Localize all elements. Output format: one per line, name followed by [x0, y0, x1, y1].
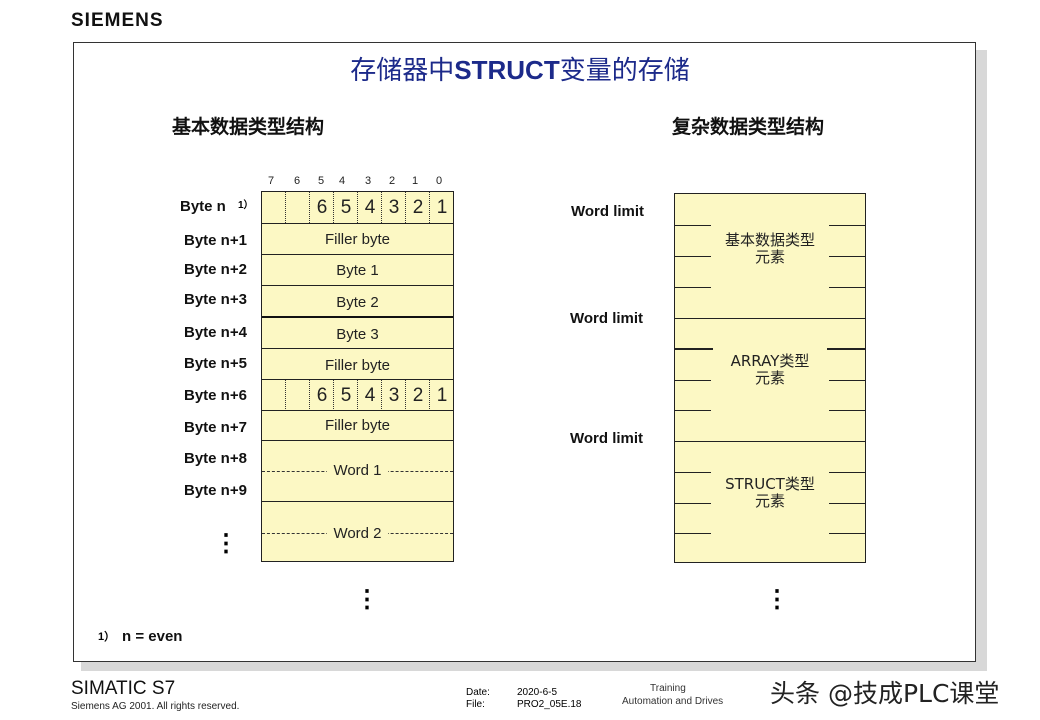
- word1-row: Word 1: [262, 440, 453, 502]
- byte-n4-row: Byte 3: [262, 316, 453, 349]
- date-label: Date:: [466, 687, 490, 698]
- byte-n7-row: Filler byte: [262, 410, 453, 441]
- bit-cell: 1: [429, 380, 454, 411]
- table-ellipsis: ⋮: [355, 586, 379, 613]
- byte-label: Byte n+5: [184, 355, 247, 372]
- product-name: SIMATIC S7: [71, 678, 176, 699]
- bit-cell: 6: [309, 192, 334, 223]
- bit-cell: 6: [309, 380, 334, 411]
- bit-number: 0: [435, 175, 443, 187]
- word-tick: [829, 533, 865, 534]
- word-limit-1: Word limit: [571, 203, 645, 220]
- byte-n1-row: Filler byte: [262, 223, 453, 255]
- word-tick: [829, 410, 865, 411]
- word-tick: [829, 287, 865, 288]
- bit-number: 6: [293, 175, 301, 187]
- word-tick: [675, 256, 711, 257]
- bit-cell: 2: [405, 192, 430, 223]
- bit-number: 1: [411, 175, 419, 187]
- title-pre: 存储器中: [350, 56, 455, 86]
- bit-number: 3: [364, 175, 372, 187]
- byte-label: Byte n+9: [184, 482, 247, 499]
- word-tick: [675, 380, 711, 381]
- complex-type-table: 基本数据类型元素 ARRAY类型元素 STRUCT类型元素: [674, 193, 866, 563]
- bit-cell: 3: [381, 380, 406, 411]
- byte-label: Byte n: [180, 198, 226, 215]
- footnote-mark: 1）: [98, 631, 116, 643]
- word-tick: [675, 287, 711, 288]
- bit-cell: [285, 380, 310, 411]
- bit-number: 2: [388, 175, 396, 187]
- bit-cell: [261, 192, 285, 223]
- word-limit-3: Word limit: [570, 430, 644, 447]
- element-struct-l2: 元素: [754, 492, 785, 510]
- bit-cell: [285, 192, 310, 223]
- byte-n2-row: Byte 1: [262, 254, 453, 286]
- word1-label: Word 1: [327, 462, 388, 479]
- byte-label: Byte n+7: [184, 419, 247, 436]
- page-title: 存储器中STRUCT变量的存储: [0, 50, 1040, 87]
- dept-training: Training: [650, 683, 686, 694]
- byte-label: Byte n+4: [184, 324, 247, 341]
- element-array-l1: ARRAY类型: [730, 352, 810, 370]
- bit-cell: 5: [333, 192, 358, 223]
- word2-row: Word 2: [262, 501, 453, 562]
- word-tick: [675, 472, 711, 473]
- title-bold: STRUCT: [454, 55, 560, 85]
- left-heading: 基本数据类型结构: [172, 116, 325, 138]
- bit-cell: 4: [357, 192, 382, 223]
- right-ellipsis: ⋮: [765, 586, 789, 613]
- word-tick: [675, 225, 711, 226]
- word-limit-line: [675, 318, 865, 319]
- word-tick: [829, 256, 865, 257]
- bit-number: 7: [267, 175, 275, 187]
- file-value: PRO2_05E.18: [517, 699, 582, 710]
- word-tick: [675, 503, 711, 504]
- word-limit-2: Word limit: [570, 310, 644, 327]
- word-tick: [829, 380, 865, 381]
- element-basic-l1: 基本数据类型: [724, 231, 815, 249]
- element-array-l2: 元素: [754, 369, 785, 387]
- bit-cell: 4: [357, 380, 382, 411]
- word-tick: [675, 348, 713, 350]
- byte-n5-row: Filler byte: [262, 348, 453, 380]
- footnote-text: n = even: [122, 628, 183, 645]
- word-tick: [675, 410, 711, 411]
- byte-label: Byte n+3: [184, 291, 247, 308]
- element-basic-l2: 元素: [754, 248, 785, 266]
- word-tick: [827, 348, 865, 350]
- bit-cell: 5: [333, 380, 358, 411]
- word2-label: Word 2: [327, 525, 388, 542]
- element-struct-l1: STRUCT类型: [725, 475, 815, 493]
- byte-label: Byte n+8: [184, 450, 247, 467]
- file-label: File:: [466, 699, 485, 710]
- copyright: Siemens AG 2001. All rights reserved.: [71, 701, 240, 712]
- word-tick: [675, 533, 711, 534]
- word-limit-line: [675, 441, 865, 442]
- byte-label: Byte n+1: [184, 232, 247, 249]
- date-value: 2020-6-5: [517, 687, 558, 698]
- watermark: 头条 @技成PLC课堂: [770, 679, 1000, 708]
- siemens-logo: SIEMENS: [71, 10, 164, 31]
- bit-number: 4: [338, 175, 346, 187]
- bit-cell: [261, 380, 285, 411]
- left-ellipsis: ⋮: [214, 530, 238, 557]
- bit-cell: 2: [405, 380, 430, 411]
- footnote-ref: 1）: [238, 200, 254, 211]
- word-tick: [829, 503, 865, 504]
- byte-label: Byte n+2: [184, 261, 247, 278]
- bit-cell: 3: [381, 192, 406, 223]
- right-heading: 复杂数据类型结构: [672, 116, 825, 138]
- title-post: 变量的存储: [559, 56, 690, 86]
- bit-cell: 1: [429, 192, 454, 223]
- byte-n3-row: Byte 2: [262, 285, 453, 317]
- word-tick: [829, 472, 865, 473]
- bit-number: 5: [317, 175, 325, 187]
- dept-ad: Automation and Drives: [622, 696, 724, 707]
- word-tick: [829, 225, 865, 226]
- byte-label: Byte n+6: [184, 387, 247, 404]
